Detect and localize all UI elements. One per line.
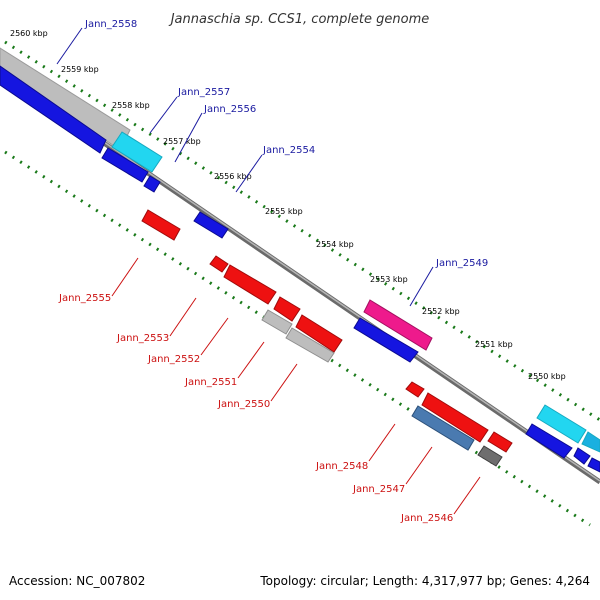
- gene-jann-2555[interactable]: [141, 209, 181, 241]
- gene-forward-blue-small-right[interactable]: [573, 447, 591, 465]
- gene-jann-2553[interactable]: [223, 264, 277, 305]
- gene-forward-blue-small[interactable]: [143, 175, 161, 193]
- gene-forward-blue-right[interactable]: [525, 423, 573, 459]
- leader-jann-2549: [409, 266, 434, 307]
- page-title: Jannaschia sp. CCS1, complete genome: [168, 12, 430, 27]
- gene-label-jann-2554[interactable]: Jann_2554: [262, 145, 315, 156]
- scale-label-2559: 2559 kbp: [61, 65, 99, 74]
- gene-jann-2552[interactable]: [273, 296, 301, 322]
- gene-jann-2557[interactable]: [111, 131, 163, 173]
- scale-label-2553: 2553 kbp: [370, 275, 408, 284]
- scale-label-2556: 2556 kbp: [214, 172, 252, 181]
- gene-label-jann-2558[interactable]: Jann_2558: [84, 19, 137, 30]
- gene-label-jann-2548[interactable]: Jann_2548: [315, 461, 368, 472]
- gene-red-small-a[interactable]: [209, 255, 229, 273]
- outer-tick-track: [4, 40, 600, 422]
- gene-forward-cyan-right[interactable]: [536, 404, 587, 444]
- gene-jann-2558[interactable]: [0, 47, 131, 151]
- leader-jann-2552: [200, 317, 229, 356]
- leader-jann-2546: [453, 476, 481, 515]
- gene-red-small-b[interactable]: [405, 381, 425, 398]
- gene-jann-2548[interactable]: [421, 392, 489, 443]
- scale-label-2550: 2550 kbp: [528, 372, 566, 381]
- gene-label-jann-2553[interactable]: Jann_2553: [116, 333, 169, 344]
- scale-label-2557: 2557 kbp: [163, 137, 201, 146]
- leader-jann-2548: [368, 423, 396, 462]
- gene-label-jann-2546[interactable]: Jann_2546: [400, 513, 453, 524]
- gene-label-jann-2557[interactable]: Jann_2557: [177, 87, 230, 98]
- leader-jann-2554: [235, 154, 263, 193]
- leader-jann-2555: [111, 257, 139, 297]
- gene-forward-cyan-edge[interactable]: [581, 431, 600, 453]
- accession-text: Accession: NC_007802: [9, 574, 146, 588]
- leader-jann-2551: [237, 341, 265, 379]
- gene-label-jann-2550[interactable]: Jann_2550: [217, 399, 270, 410]
- scale-label-2552: 2552 kbp: [422, 307, 460, 316]
- gene-label-jann-2549[interactable]: Jann_2549: [435, 258, 488, 269]
- scale-label-2560: 2560 kbp: [10, 29, 48, 38]
- gene-forward-blue-edge[interactable]: [587, 457, 600, 473]
- gene-forward-blue-2549b[interactable]: [353, 317, 419, 363]
- gene-label-jann-2556[interactable]: Jann_2556: [203, 104, 256, 115]
- gene-jann-2547[interactable]: [411, 405, 475, 451]
- leader-jann-2557: [149, 96, 178, 134]
- leader-jann-2547: [405, 446, 433, 485]
- leader-jann-2550: [270, 363, 298, 402]
- scale-label-2555: 2555 kbp: [265, 207, 303, 216]
- gene-label-jann-2552[interactable]: Jann_2552: [147, 354, 200, 365]
- gene-forward-blue-1[interactable]: [0, 65, 107, 154]
- gene-jann-2546[interactable]: [477, 445, 503, 467]
- scale-label-2558: 2558 kbp: [112, 101, 150, 110]
- genome-stats-text: Topology: circular; Length: 4,317,977 bp…: [260, 574, 590, 588]
- gene-label-jann-2555[interactable]: Jann_2555: [58, 293, 111, 304]
- gene-label-jann-2547[interactable]: Jann_2547: [352, 484, 405, 495]
- leader-jann-2553: [169, 297, 197, 337]
- leader-jann-2558: [56, 27, 83, 65]
- gene-jann-2550[interactable]: [285, 327, 335, 363]
- gene-red-small-c[interactable]: [487, 431, 513, 453]
- leader-jann-2556: [174, 112, 203, 163]
- scale-label-2554: 2554 kbp: [316, 240, 354, 249]
- gene-label-jann-2551[interactable]: Jann_2551: [184, 377, 237, 388]
- gene-jann-2551[interactable]: [295, 314, 343, 353]
- gene-jann-2556[interactable]: [101, 147, 149, 183]
- gene-jann-2549[interactable]: [363, 299, 433, 351]
- gene-jann-2554[interactable]: [193, 211, 229, 239]
- scale-label-2551: 2551 kbp: [475, 340, 513, 349]
- gene-gray-2550a[interactable]: [261, 309, 293, 335]
